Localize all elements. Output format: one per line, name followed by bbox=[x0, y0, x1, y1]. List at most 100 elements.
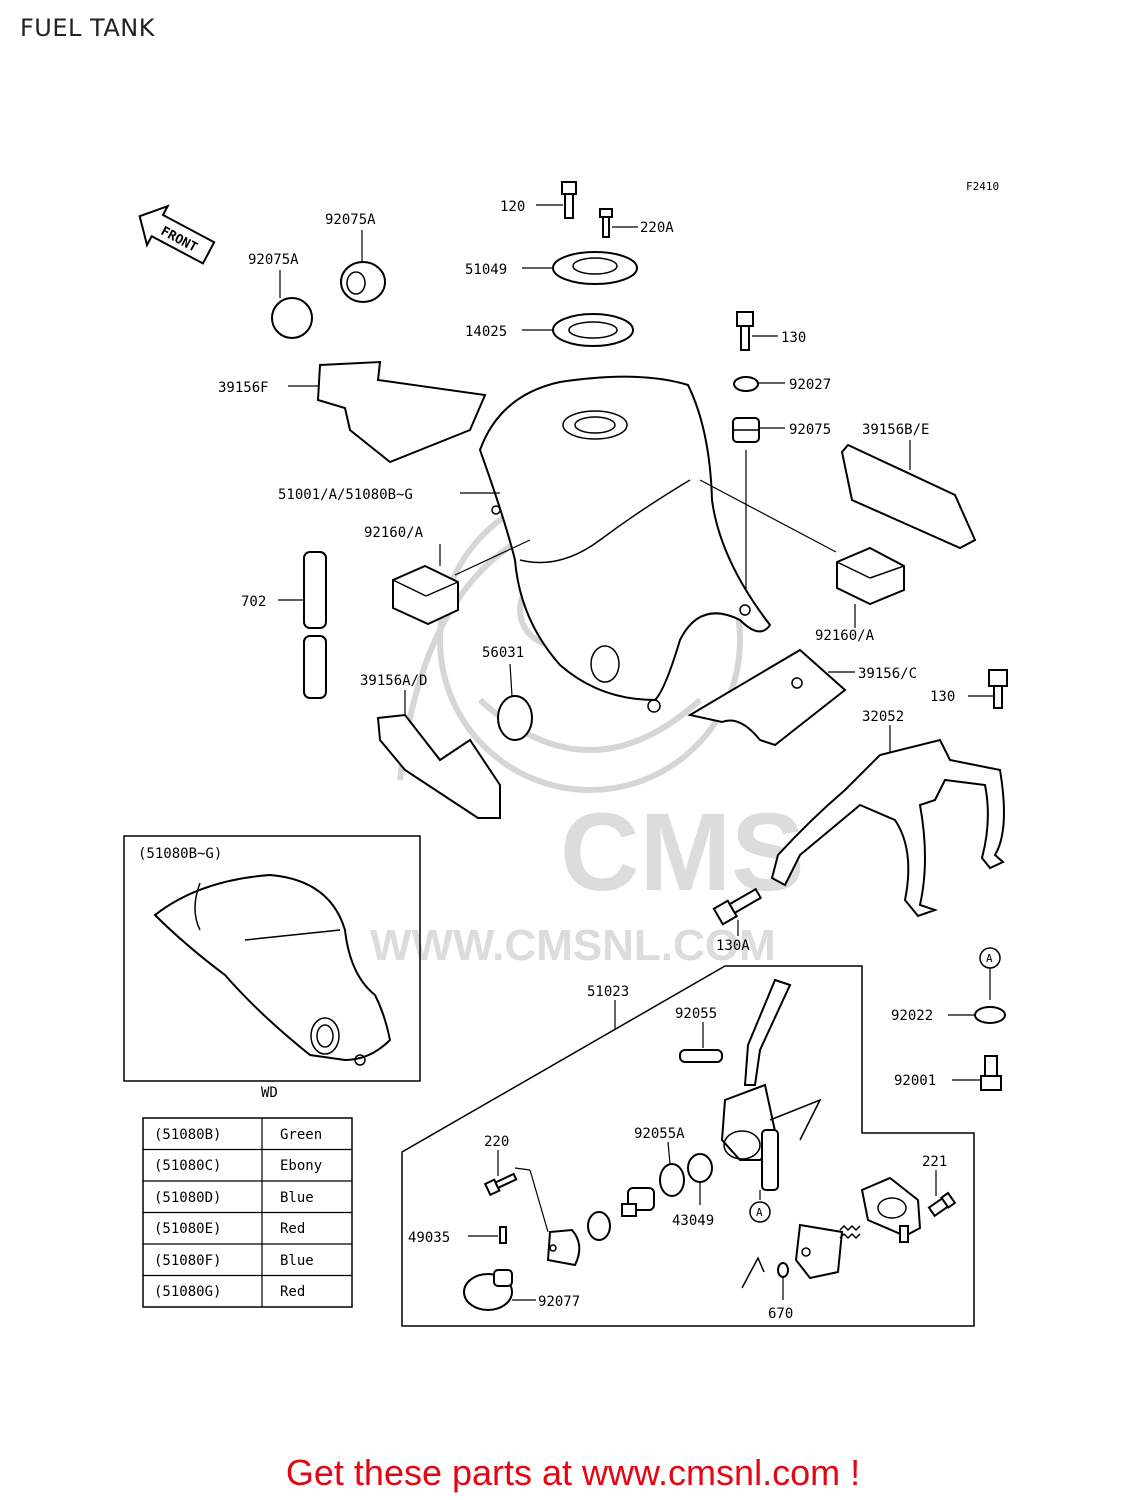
cap-gasket-icon bbox=[552, 313, 634, 347]
callout-92022: 92022 bbox=[891, 1008, 933, 1024]
side-cover-right-icon bbox=[836, 546, 905, 606]
figure-code: F2410 bbox=[966, 180, 999, 193]
callout-92077: 92077 bbox=[538, 1294, 580, 1310]
color-code: (51080B) bbox=[154, 1127, 221, 1143]
bolt-120-icon bbox=[561, 181, 577, 219]
bolt-92001-icon bbox=[980, 1055, 1002, 1091]
color-table-row: (51080B) Green bbox=[154, 1127, 322, 1143]
callout-220a: 220A bbox=[640, 220, 674, 236]
hose-702-icon bbox=[303, 551, 327, 699]
color-table: (51080B) Green (51080C) Ebony (51080D) B… bbox=[142, 1117, 353, 1308]
color-code: (51080C) bbox=[154, 1158, 221, 1174]
promo-banner[interactable]: Get these parts at www.cmsnl.com ! bbox=[285, 1452, 861, 1493]
fuel-tap-icon bbox=[720, 978, 822, 1191]
callout-92027: 92027 bbox=[789, 377, 831, 393]
lever-knob-92077-icon bbox=[463, 1269, 513, 1311]
color-table-row: (51080C) Ebony bbox=[154, 1158, 322, 1174]
marker-a-top: A bbox=[979, 947, 1001, 969]
callout-49035: 49035 bbox=[408, 1230, 450, 1246]
watermark-url: WWW.CMSNL.COM bbox=[370, 921, 776, 970]
lever-washer-icon bbox=[587, 1211, 611, 1241]
page-title: FUEL TANK bbox=[20, 14, 155, 42]
color-table-row: (51080D) Blue bbox=[154, 1190, 314, 1206]
callout-92055: 92055 bbox=[675, 1006, 717, 1022]
filler-cap-icon bbox=[552, 251, 638, 285]
pin-49035-icon bbox=[499, 1226, 507, 1244]
callout-51023: 51023 bbox=[587, 984, 629, 1000]
callout-120-top: 120 bbox=[500, 199, 525, 215]
callout-702: 702 bbox=[241, 594, 266, 610]
side-cover-left-icon bbox=[392, 564, 459, 626]
marker-a-label: A bbox=[986, 952, 993, 965]
screw-221-icon bbox=[927, 1191, 957, 1218]
bolt-130-top-icon bbox=[736, 311, 754, 351]
parts-diagram: CMS WWW.CMSNL.COM F2410 FRONT 120 220A 5… bbox=[123, 180, 1008, 1327]
callout-92075a-2: 92075A bbox=[248, 252, 299, 268]
fuel-tap-assembly-outline bbox=[401, 965, 975, 1327]
inset-title: (51080B~G) bbox=[138, 846, 222, 862]
inset-variant-box: (51080B~G) WD bbox=[123, 835, 421, 1101]
color-code: (51080E) bbox=[154, 1221, 221, 1237]
callout-130a: 130A bbox=[716, 938, 750, 954]
o-ring-92055a-icon bbox=[659, 1163, 685, 1197]
damper-92075-icon bbox=[732, 417, 760, 443]
color-table-row: (51080F) Blue bbox=[154, 1253, 314, 1269]
gasket-92055-icon bbox=[679, 1049, 723, 1063]
diaphragm-cover-icon bbox=[794, 1223, 844, 1280]
o-ring-670-icon bbox=[777, 1262, 789, 1278]
bolt-130a-icon bbox=[712, 887, 763, 926]
callout-130-top: 130 bbox=[781, 330, 806, 346]
color-name: Blue bbox=[280, 1253, 314, 1269]
callout-92001: 92001 bbox=[894, 1073, 936, 1089]
callout-92160a-right: 92160/A bbox=[815, 628, 875, 644]
screw-220a-icon bbox=[599, 208, 613, 238]
marker-a-tap: A bbox=[749, 1201, 771, 1223]
damper-92075a-right-icon bbox=[340, 261, 386, 303]
collar-92027-icon bbox=[733, 376, 759, 392]
diaphragm-body-icon bbox=[860, 1176, 922, 1238]
rubber-pad-39156f-icon bbox=[316, 360, 487, 464]
lever-shaft-icon bbox=[621, 1187, 655, 1217]
callout-130-right: 130 bbox=[930, 689, 955, 705]
callout-39156c: 39156/C bbox=[858, 666, 917, 682]
fuel-tank-icon bbox=[478, 375, 772, 713]
callout-39156f: 39156F bbox=[218, 380, 269, 396]
seal-43049-icon bbox=[687, 1153, 713, 1183]
color-name: Ebony bbox=[280, 1158, 322, 1174]
callout-51049: 51049 bbox=[465, 262, 507, 278]
rubber-pad-39156be-icon bbox=[840, 443, 977, 550]
callout-43049: 43049 bbox=[672, 1213, 714, 1229]
spring-icon bbox=[839, 1224, 861, 1240]
damper-92075a-left-icon bbox=[271, 297, 313, 339]
rubber-pad-39156ad-icon bbox=[376, 713, 501, 819]
color-code: (51080G) bbox=[154, 1284, 221, 1300]
color-name: Green bbox=[280, 1127, 322, 1143]
watermark-brand: CMS bbox=[560, 791, 804, 914]
color-table-row: (51080E) Red bbox=[154, 1221, 305, 1237]
callout-220: 220 bbox=[484, 1134, 509, 1150]
callout-670: 670 bbox=[768, 1306, 793, 1322]
callout-14025: 14025 bbox=[465, 324, 507, 340]
inset-caption: WD bbox=[261, 1085, 278, 1101]
color-code: (51080F) bbox=[154, 1253, 221, 1269]
callout-92160a-left: 92160/A bbox=[364, 525, 424, 541]
screw-220-icon bbox=[483, 1172, 518, 1197]
callout-56031: 56031 bbox=[482, 645, 524, 661]
marker-a-label: A bbox=[756, 1206, 763, 1219]
color-name: Blue bbox=[280, 1190, 314, 1206]
color-code: (51080D) bbox=[154, 1190, 221, 1206]
tank-bracket-32052-icon bbox=[770, 738, 1005, 918]
rubber-pad-39156c-icon bbox=[687, 648, 847, 747]
callout-221: 221 bbox=[922, 1154, 947, 1170]
washer-92022-icon bbox=[974, 1006, 1006, 1024]
callout-92075a-1: 92075A bbox=[325, 212, 376, 228]
callout-51001: 51001/A/51080B~G bbox=[278, 487, 413, 503]
o-ring-56031-icon bbox=[497, 695, 533, 741]
callout-39156be: 39156B/E bbox=[862, 422, 929, 438]
callout-39156ad: 39156A/D bbox=[360, 673, 427, 689]
callout-92075: 92075 bbox=[789, 422, 831, 438]
color-name: Red bbox=[280, 1284, 305, 1300]
callout-32052: 32052 bbox=[862, 709, 904, 725]
color-name: Red bbox=[280, 1221, 305, 1237]
color-table-row: (51080G) Red bbox=[154, 1284, 305, 1300]
